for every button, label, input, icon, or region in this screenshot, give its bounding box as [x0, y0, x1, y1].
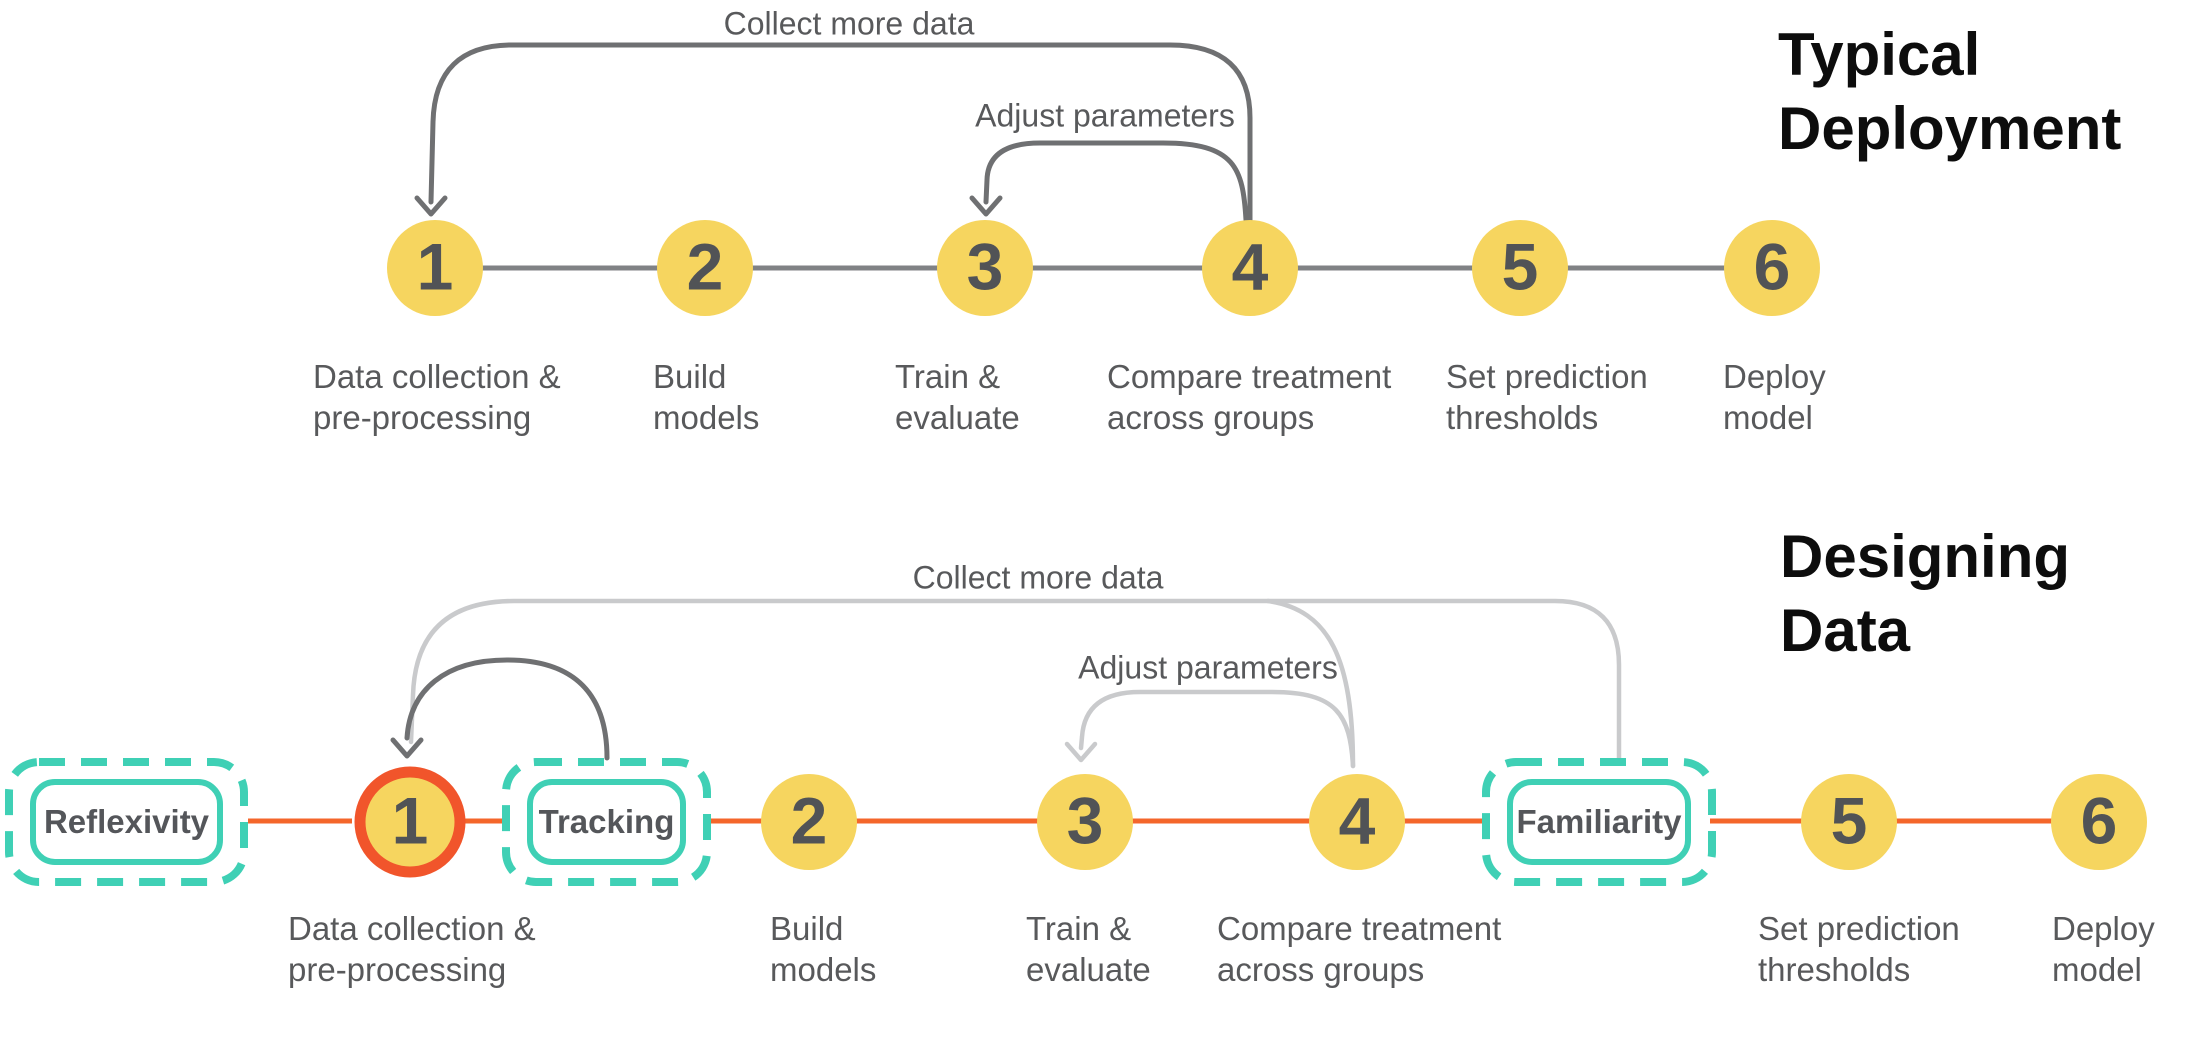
bottom-step-label-6: Deploy model	[2052, 908, 2155, 990]
bottom-step-number-2: 2	[790, 783, 828, 858]
reflexivity-box	[30, 779, 223, 865]
bottom-title-line1: Designing	[1780, 523, 2071, 590]
top-collect-arrowhead-icon	[414, 195, 448, 217]
top-adjust-arrowhead-icon	[969, 195, 1003, 217]
tracking-dashed-outline	[502, 758, 711, 886]
bottom-title-line2: Data	[1780, 597, 1911, 664]
top-step-circle-5	[1472, 220, 1568, 316]
top-collect-loop-label: Collect more data	[723, 5, 975, 42]
label-line: Compare treatment	[1217, 910, 1502, 947]
bottom-step-circle-1-highlighted	[354, 766, 466, 878]
bottom-tracking-arrowhead-icon	[390, 737, 424, 759]
bottom-step-label-2: Build models	[770, 908, 876, 990]
label-line: Set prediction	[1758, 910, 1960, 947]
top-step-circle-1	[387, 220, 483, 316]
reflexivity-dashed-outline	[5, 758, 248, 886]
label-line: Build	[770, 910, 844, 947]
top-step-label-1: Data collection & pre-processing	[313, 356, 561, 438]
label-line: Deploy	[1723, 358, 1826, 395]
top-step-label-2: Build models	[653, 356, 759, 438]
top-step-label-4: Compare treatment across groups	[1107, 356, 1391, 438]
bottom-tracking-loop-arrow	[404, 657, 610, 761]
label-line: Set prediction	[1446, 358, 1648, 395]
label-line: evaluate	[1026, 951, 1151, 988]
bottom-step-label-3: Train & evaluate	[1026, 908, 1151, 990]
bottom-collect-loop-arrow	[408, 598, 1622, 765]
top-title-line1: Typical	[1778, 21, 1981, 88]
top-adjust-loop-label: Adjust parameters	[975, 97, 1235, 134]
top-step-number-3: 3	[966, 229, 1004, 304]
label-line: thresholds	[1758, 951, 1911, 988]
bottom-step-circle-2	[761, 774, 857, 870]
top-title: Typical Deployment	[1778, 18, 2121, 166]
top-step-label-3: Train & evaluate	[895, 356, 1020, 438]
bottom-step-number-5: 5	[1830, 783, 1868, 858]
top-step-circle-3	[937, 220, 1033, 316]
label-line: model	[1723, 399, 1813, 436]
top-step-number-2: 2	[686, 229, 724, 304]
familiarity-dashed-outline	[1482, 758, 1716, 886]
bottom-adjust-loop-label: Adjust parameters	[1078, 649, 1338, 686]
label-line: models	[770, 951, 877, 988]
top-title-line2: Deployment	[1778, 95, 2122, 162]
top-step-number-6: 6	[1753, 229, 1791, 304]
bottom-step-circle-6	[2051, 774, 2147, 870]
bottom-step-label-1: Data collection & pre-processing	[288, 908, 536, 990]
top-step-circle-4	[1202, 220, 1298, 316]
label-line: pre-processing	[288, 951, 507, 988]
reflexivity-label: Reflexivity	[43, 803, 210, 840]
bottom-step-circle-4	[1309, 774, 1405, 870]
bottom-adjust-arrowhead-icon	[1064, 741, 1098, 763]
top-step-label-6: Deploy model	[1723, 356, 1826, 438]
label-line: Data collection &	[313, 358, 561, 395]
label-line: Deploy	[2052, 910, 2155, 947]
label-line: Train &	[1026, 910, 1132, 947]
bottom-step-label-4: Compare treatment across groups	[1217, 908, 1501, 990]
label-line: thresholds	[1446, 399, 1599, 436]
top-step-circle-6	[1724, 220, 1820, 316]
bottom-step-number-4: 4	[1338, 783, 1376, 858]
label-line: pre-processing	[313, 399, 532, 436]
bottom-step-number-3: 3	[1066, 783, 1104, 858]
label-line: evaluate	[895, 399, 1020, 436]
bottom-title: Designing Data	[1780, 520, 2070, 668]
top-adjust-loop-arrow	[983, 140, 1249, 223]
top-step-number-1: 1	[416, 229, 454, 304]
bottom-step-number-6: 6	[2080, 783, 2118, 858]
bottom-adjust-loop-arrow	[1078, 689, 1356, 769]
bottom-step-number-1: 1	[391, 783, 429, 858]
bottom-collect-loop-branch	[1265, 598, 1356, 769]
label-line: Build	[653, 358, 727, 395]
tracking-box	[527, 779, 686, 865]
tracking-label: Tracking	[538, 803, 675, 840]
bottom-collect-loop-label: Collect more data	[912, 559, 1164, 596]
top-step-label-5: Set prediction thresholds	[1446, 356, 1648, 438]
bottom-step-label-5: Set prediction thresholds	[1758, 908, 1960, 990]
familiarity-label: Familiarity	[1516, 803, 1682, 840]
top-step-number-5: 5	[1501, 229, 1539, 304]
bottom-step-circle-5	[1801, 774, 1897, 870]
top-collect-loop-arrow	[428, 42, 1253, 223]
label-line: across groups	[1217, 951, 1425, 988]
label-line: across groups	[1107, 399, 1315, 436]
label-line: model	[2052, 951, 2142, 988]
bottom-step-circle-3	[1037, 774, 1133, 870]
familiarity-box	[1507, 779, 1691, 865]
top-step-circle-2	[657, 220, 753, 316]
label-line: Compare treatment	[1107, 358, 1392, 395]
label-line: models	[653, 399, 760, 436]
label-line: Data collection &	[288, 910, 536, 947]
label-line: Train &	[895, 358, 1001, 395]
top-step-number-4: 4	[1231, 229, 1269, 304]
